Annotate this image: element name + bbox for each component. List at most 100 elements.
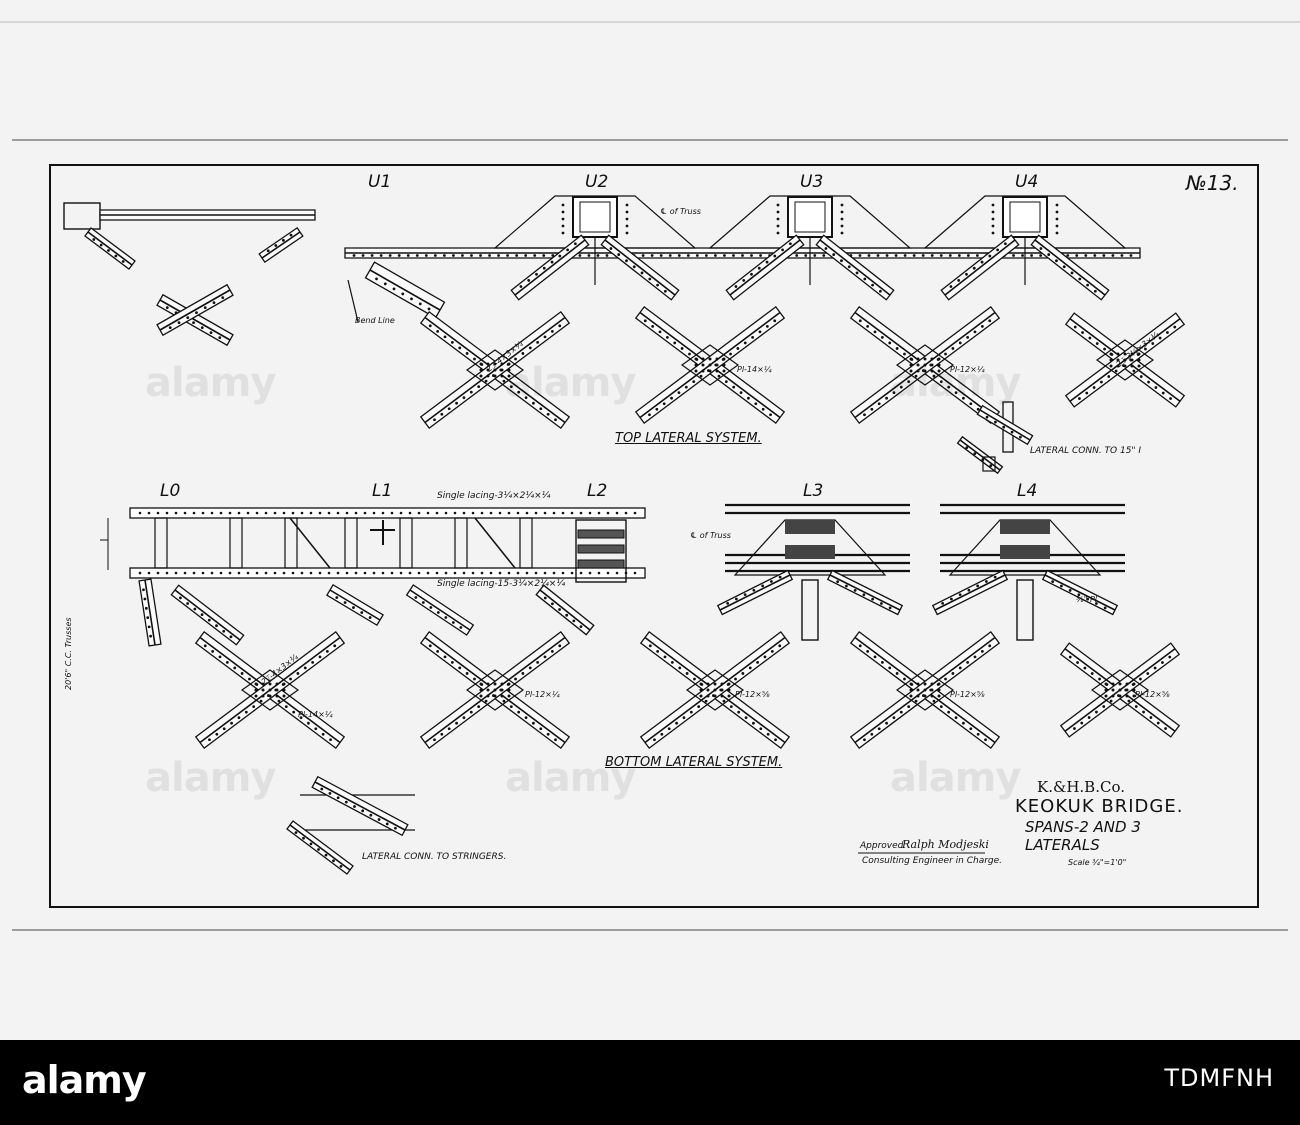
rivet — [667, 727, 671, 731]
rivet — [493, 368, 497, 372]
rivet — [855, 271, 859, 275]
rivet — [579, 625, 583, 629]
rivet — [804, 254, 808, 257]
rivet — [680, 347, 684, 350]
rivet — [284, 705, 288, 709]
rivet — [477, 385, 481, 389]
rivet — [177, 321, 181, 325]
rivet — [650, 254, 654, 257]
rivet — [708, 363, 712, 367]
rivet — [1083, 666, 1087, 670]
rivet — [381, 511, 385, 515]
rivet — [273, 511, 277, 515]
rivet — [479, 694, 483, 698]
rivet — [469, 710, 473, 714]
rivet — [871, 283, 874, 287]
rivet — [343, 601, 347, 604]
rivet — [1051, 580, 1055, 584]
rivet — [903, 254, 907, 257]
rivet — [452, 254, 455, 257]
vertical-stiffener — [344, 517, 358, 569]
rivet — [268, 694, 272, 698]
footer-bar: alamy TDMFNH — [0, 1040, 1300, 1125]
rivet — [606, 571, 610, 575]
vertical-stiffener — [399, 517, 413, 569]
gusset-plate — [708, 195, 912, 249]
rivet — [1055, 217, 1059, 221]
rivet — [459, 626, 463, 629]
rivet — [916, 357, 920, 361]
steel-member — [510, 234, 590, 301]
rivet — [640, 271, 644, 275]
rivet — [615, 511, 619, 515]
gusset-plate — [240, 669, 300, 711]
engineering-drawing — [0, 21, 1300, 931]
rivet — [558, 608, 561, 611]
rivet — [1151, 342, 1155, 345]
watermark: alamy — [890, 755, 1021, 801]
rivet — [1111, 254, 1115, 257]
rivet — [732, 254, 735, 257]
rivet — [948, 254, 952, 257]
rivet — [493, 688, 497, 692]
rivet — [300, 511, 304, 515]
rivet — [1010, 430, 1014, 434]
rivet — [200, 326, 204, 330]
rivet — [713, 682, 717, 686]
rivet — [726, 601, 730, 605]
rivet — [870, 732, 874, 736]
rivet — [759, 727, 763, 731]
rivet — [879, 602, 883, 605]
rivet — [1130, 364, 1134, 368]
steel-member — [156, 283, 234, 337]
rivet — [509, 705, 513, 709]
rivet — [899, 385, 903, 389]
rivet — [1132, 369, 1136, 373]
rivet — [1002, 425, 1006, 429]
rivet — [219, 571, 223, 575]
lateral-crossing — [1064, 312, 1186, 408]
rivet — [156, 511, 160, 515]
rivet — [1109, 699, 1113, 703]
rivet — [903, 677, 906, 681]
rivet — [930, 682, 934, 686]
gusset-plate — [685, 669, 745, 711]
rivet — [524, 396, 528, 400]
rivet — [773, 319, 777, 323]
watermark: alamy — [145, 755, 276, 801]
rivet — [880, 661, 884, 664]
rivet — [1070, 271, 1074, 275]
rivet — [561, 217, 565, 221]
rivet — [907, 380, 911, 384]
rivet — [363, 511, 367, 515]
rivet — [572, 619, 576, 623]
rivet — [486, 374, 490, 378]
rivet — [551, 602, 554, 606]
rivet — [489, 571, 493, 575]
rivet — [528, 666, 532, 670]
rivet — [894, 254, 898, 257]
rivet — [291, 571, 295, 575]
rivet — [776, 210, 780, 214]
rivet — [484, 379, 488, 383]
gusset-plate — [895, 344, 955, 386]
rivet — [732, 385, 736, 389]
scale-label: Scale ¾"=1'0" — [1068, 858, 1127, 867]
rivet — [750, 254, 753, 257]
rivet — [752, 588, 756, 592]
rivet — [554, 418, 557, 422]
rivet — [1123, 352, 1127, 356]
single-lacing-note: Single lacing-3¼×2¼×¼ — [437, 491, 551, 501]
rivet — [991, 224, 995, 228]
rivet — [1062, 265, 1066, 269]
rivet — [174, 511, 178, 515]
gusset-plate — [1095, 339, 1155, 381]
rivet — [1086, 597, 1090, 601]
rivet — [980, 260, 984, 264]
rivet — [1132, 688, 1136, 692]
rivet — [1123, 358, 1127, 362]
rivet — [307, 721, 310, 725]
rivet — [980, 649, 984, 653]
steel-member — [940, 234, 1020, 301]
rivet — [469, 390, 473, 394]
